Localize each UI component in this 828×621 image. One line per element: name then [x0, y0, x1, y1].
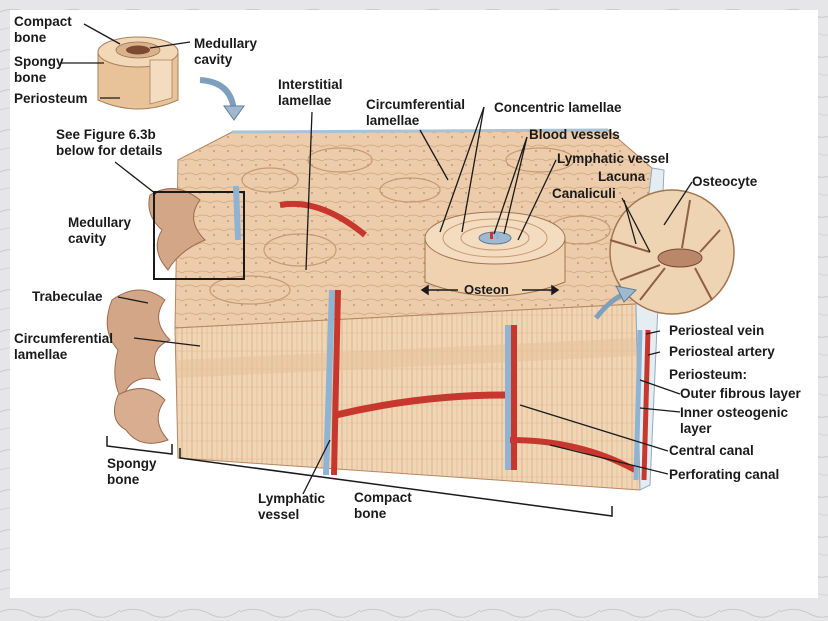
- detail-box: [153, 191, 245, 280]
- label-lacuna: Lacuna: [598, 169, 646, 184]
- label-periosteal-artery: Periosteal artery: [669, 344, 775, 359]
- osteon-arrow: [420, 284, 560, 296]
- label-central-canal: Central canal: [669, 443, 754, 458]
- label-medullary-cavity-left: Medullary cavity: [68, 215, 132, 246]
- leader-lines: [60, 23, 693, 495]
- label-see-figure: See Figure 6.3b below for details: [56, 127, 163, 158]
- long-bone-inset: [97, 36, 179, 110]
- label-periosteal-vein: Periosteal vein: [669, 323, 765, 338]
- label-interstitial-lamellae: Interstitial lamellae: [278, 77, 343, 108]
- label-concentric-lamellae: Concentric lamellae: [494, 100, 622, 115]
- label-lymphatic-vessel-bottom: Lymphatic vessel: [258, 491, 326, 522]
- spongy-bone: [106, 188, 206, 444]
- bottom-brackets: [106, 436, 613, 517]
- label-trabeculae: Trabeculae: [32, 289, 103, 304]
- osteocyte-magnifier: [609, 189, 735, 315]
- inset-arrow-head: [223, 105, 245, 121]
- label-osteocyte: Osteocyte: [692, 174, 758, 189]
- label-spongy-bone-bottom: Spongy bone: [107, 456, 157, 487]
- label-periosteum-top: Periosteum: [14, 91, 88, 106]
- label-circumferential-lamellae-left: Circumferential lamellae: [14, 331, 114, 362]
- osteon-cylinder: [424, 211, 566, 297]
- label-medullary-cavity-top: Medullary cavity: [194, 36, 258, 67]
- label-compact-bone-bottom: Compact bone: [354, 490, 412, 521]
- magnifier-arrow-head: [615, 285, 638, 303]
- label-perforating-canal: Perforating canal: [669, 467, 780, 482]
- bone-block: [174, 128, 665, 491]
- label-lymphatic-vessel-top: Lymphatic vessel: [557, 151, 670, 166]
- label-outer-fibrous-layer: Outer fibrous layer: [680, 386, 801, 401]
- label-periosteum-right: Periosteum:: [669, 367, 748, 382]
- vessels: [233, 185, 651, 481]
- label-osteon: Osteon: [464, 282, 509, 297]
- label-canaliculi: Canaliculi: [552, 186, 616, 201]
- label-blood-vessels: Blood vessels: [529, 127, 620, 142]
- label-circumferential-lamellae-top: Circumferential lamellae: [366, 97, 466, 128]
- label-inner-osteogenic-layer: Inner osteogenic layer: [680, 405, 789, 436]
- label-spongy-bone-top: Spongy bone: [14, 54, 64, 85]
- label-compact-bone-top: Compact bone: [14, 14, 72, 45]
